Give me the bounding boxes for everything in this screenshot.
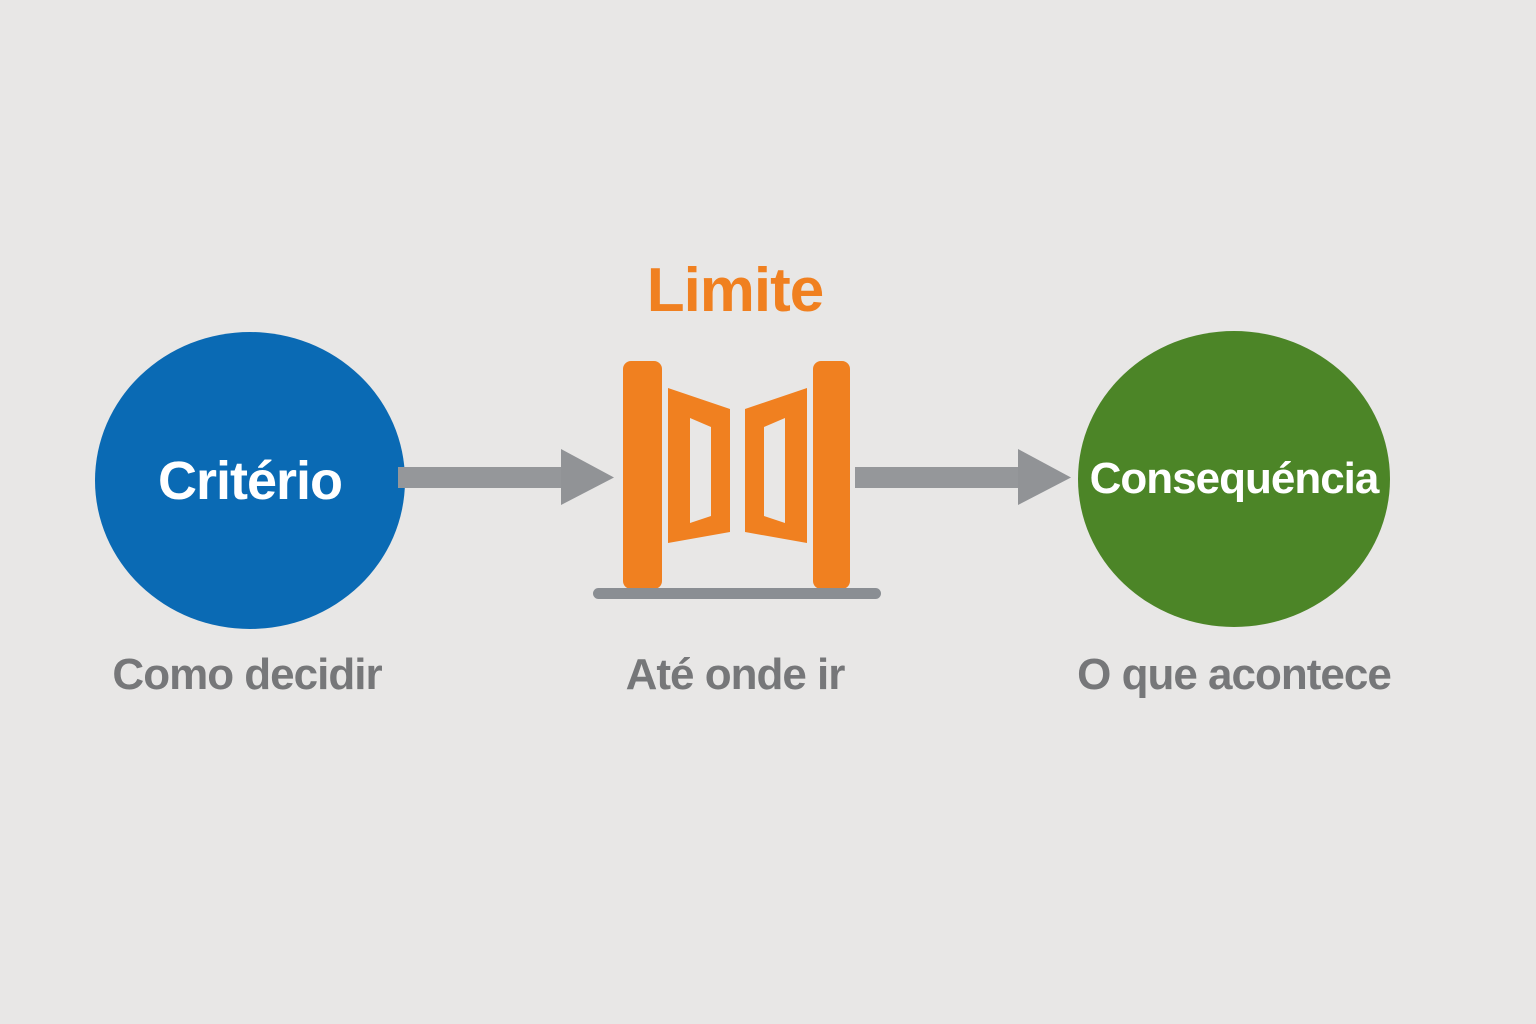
consequencia-sublabel: O que acontece <box>1077 650 1392 699</box>
arrow-limite-to-consequencia <box>855 449 1071 505</box>
limite-sublabel: Até onde ir <box>625 650 846 699</box>
node-criterio: Critério <box>95 332 405 629</box>
criterio-label: Critério <box>157 450 343 511</box>
criterio-sublabel: Como decidir <box>112 650 382 699</box>
limite-title: Limite <box>646 256 825 325</box>
node-consequencia: Consequéncia <box>1078 331 1390 627</box>
arrow-criterio-to-limite <box>398 449 614 505</box>
gate-icon-svg <box>593 361 881 599</box>
gate-icon <box>593 352 883 600</box>
consequencia-label: Consequéncia <box>1089 454 1380 503</box>
